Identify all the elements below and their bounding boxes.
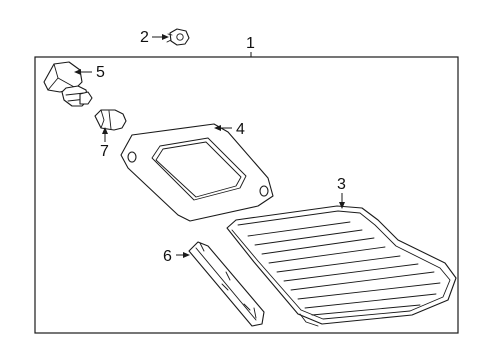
- clip-part-2: [166, 28, 190, 46]
- callout-2-label: 2: [140, 29, 149, 46]
- bulb-part-7: [94, 109, 127, 131]
- callout-1: 1: [246, 35, 255, 57]
- socket-part-5: [43, 61, 93, 107]
- retainer-part-6: [188, 241, 265, 327]
- callout-2: 2: [140, 29, 169, 46]
- callout-5: 5: [74, 64, 105, 81]
- lens-part-3: [226, 205, 457, 327]
- assembly-frame: [34, 56, 459, 334]
- callout-4: 4: [214, 121, 245, 138]
- callout-7-label: 7: [100, 143, 109, 160]
- callout-7: 7: [100, 127, 109, 160]
- callout-4-label: 4: [236, 121, 245, 138]
- callout-6: 6: [163, 248, 190, 265]
- callout-3: 3: [337, 176, 346, 209]
- callout-5-label: 5: [96, 64, 105, 81]
- callout-3-label: 3: [337, 176, 346, 193]
- callout-1-label: 1: [246, 35, 255, 52]
- gasket-part-4: [120, 123, 274, 222]
- callout-6-label: 6: [163, 248, 172, 265]
